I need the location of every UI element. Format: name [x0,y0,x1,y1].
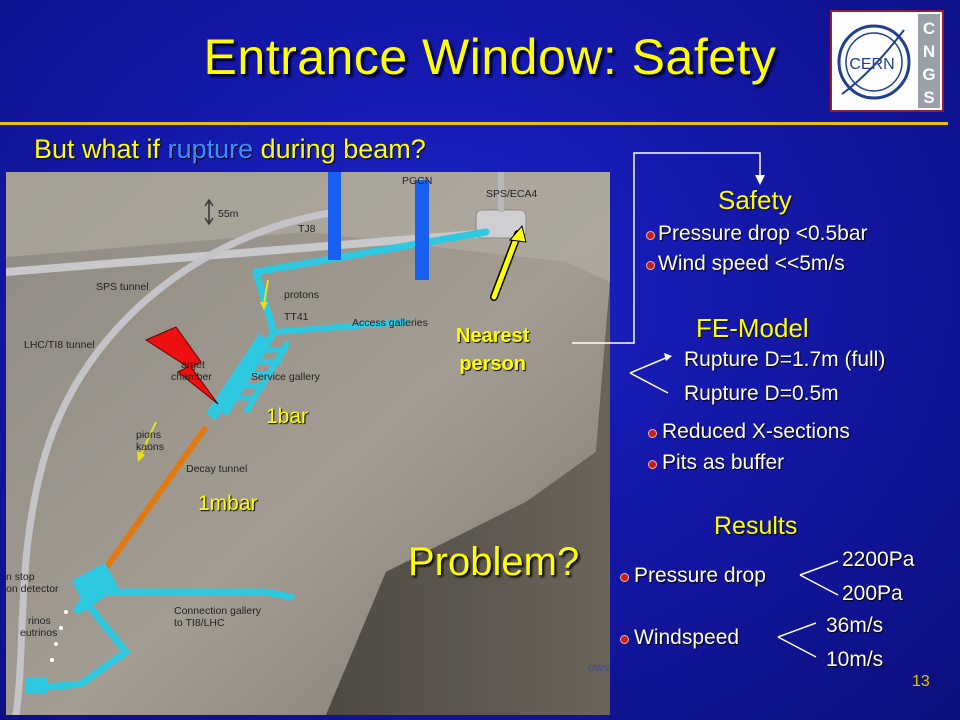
label-kaons: kaons [136,441,164,453]
fe-model-heading: FE-Model [696,313,809,343]
label-protons: protons [284,289,319,301]
slide-title: Entrance Window: Safety [203,29,777,85]
footer-text: ows [588,660,610,674]
bullet-icon [646,261,655,270]
cern-cngs-logo: CERN C N G S [830,10,944,112]
surface-plane [6,172,610,282]
lhc-tunnel [12,208,337,715]
fe-item-sections: Reduced X-sections [662,420,850,443]
label-height: 55m [218,208,239,220]
nearest-line1: Nearest [456,325,530,347]
subtitle: But what if rupture during beam? [34,134,426,165]
logo-letter-s: S [923,88,934,107]
fe-model-brace [629,356,669,394]
label-target-2: chamber [171,371,212,383]
label-sps-eca4: SPS/ECA4 [486,188,538,200]
label-pgcn: PGCN [402,175,432,187]
rupture-lightning-icon [144,326,219,405]
service-gallery [243,340,291,414]
muon-chamber [26,677,48,693]
tj8-access [252,228,490,276]
neutrino-dot [50,658,54,662]
label-tj8: TJ8 [298,223,316,235]
label-neutrinos-2: eutrinos [20,627,57,639]
sps-tunnel [6,230,480,276]
label-pions: pions [136,429,161,441]
safety-heading: Safety [718,185,792,215]
logo-letter-n: N [923,42,935,61]
fe-item-pits: Pits as buffer [662,451,785,474]
neutrino-dot [59,626,63,630]
bullet-icon [646,231,655,240]
access-gallery [271,319,409,335]
label-tt41: TT41 [284,311,309,323]
height-marker [204,198,214,226]
logo-letter-g: G [922,65,935,84]
results-pressure-label: Pressure drop [634,564,766,587]
fe-brace-arrowhead [664,353,672,361]
label-service-gallery: Service gallery [251,371,321,383]
pressure-1bar: 1bar [266,405,309,428]
nearest-line2: person [459,353,527,375]
results-wind-value-1: 36m/s [826,614,884,637]
pressure-1mbar: 1mbar [198,492,258,515]
fe-case-full: Rupture D=1.7m (full) [684,348,886,371]
bullet-icon [620,635,629,644]
hadron-stop [71,562,119,606]
nearest-arrowhead [509,224,527,243]
label-lhc-tunnel: LHC/TI8 tunnel [24,339,95,351]
safety-item-wind: Wind speed <<5m/s [658,252,845,275]
logo-letter-c: C [923,19,935,38]
protons-arrow [263,279,269,305]
results-wind-value-2: 10m/s [826,648,884,671]
nearest-person-label: Nearest person [456,322,529,378]
fe-case-partial: Rupture D=0.5m [684,382,839,405]
safety-item-pressure: Pressure drop <0.5bar [658,222,868,245]
shaft-pgcn [415,180,429,280]
results-wind-label: Windspeed [634,626,740,649]
protons-arrowhead [260,302,268,310]
page-number: 13 [912,673,930,690]
nearest-to-safety-connector [572,152,761,344]
label-neutrinos-1: rinos [28,615,51,627]
pressure-brace [799,560,839,596]
results-heading: Results [714,512,798,540]
cngs-tunnel-diagram: PGCN SPS/ECA4 55m TJ8 SPS tunnel protons… [6,172,610,715]
label-target-1: arget [181,359,205,371]
neutrino-dot [54,642,58,646]
label-connection-1: Connection gallery [174,605,262,617]
logo-cern-text: CERN [849,56,894,73]
connector-arrowhead [755,175,765,185]
results-pressure-value-1: 2200Pa [842,548,915,571]
label-access-galleries: Access galleries [352,317,428,329]
shaft-left [328,172,341,260]
label-sps-tunnel: SPS tunnel [96,281,149,293]
label-hadron-stop-1: n stop [6,571,35,583]
pions-arrow [140,421,157,455]
connector-lines [572,152,839,658]
wind-brace [777,622,817,658]
neutrino-dot [64,610,68,614]
label-connection-2: to TI8/LHC [174,617,225,629]
bullet-icon [648,429,657,438]
label-decay-tunnel: Decay tunnel [186,463,247,475]
bullet-icon [648,460,657,469]
rock-side [326,282,610,715]
muon-gallery [42,598,132,691]
subtitle-post: during beam? [253,134,426,164]
problem-label: Problem? [408,540,580,584]
nearest-arrow [491,231,521,300]
decay-tunnel [93,425,209,584]
title-divider [0,122,948,125]
results-pressure-value-2: 200Pa [842,582,903,605]
subtitle-highlight: rupture [167,134,254,164]
label-hadron-stop-2: on detector [6,583,59,595]
service-gallery-rungs [220,347,288,401]
bullet-icon [620,573,629,582]
subtitle-pre: But what if [34,134,168,164]
rock-block [6,172,610,715]
pions-arrowhead [137,451,145,462]
